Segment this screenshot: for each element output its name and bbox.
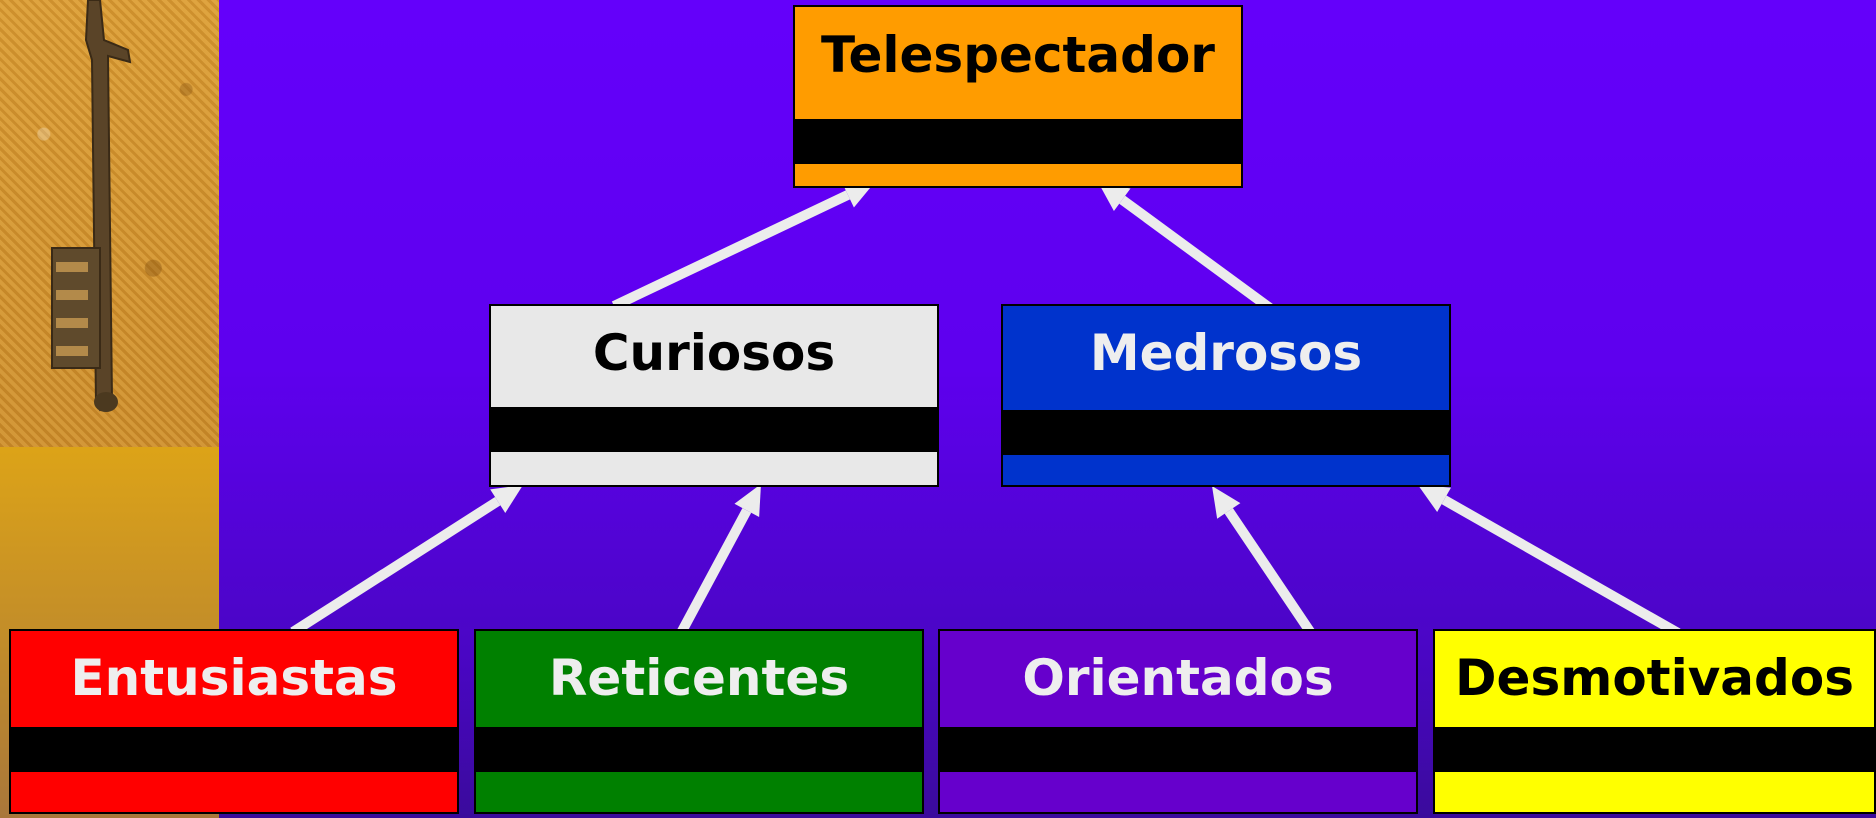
node-black-band xyxy=(1003,410,1449,455)
arrow-shaft xyxy=(676,508,752,636)
node-label: Medrosos xyxy=(1089,324,1363,382)
arrow-head xyxy=(1212,486,1241,519)
node-desmotivados: Desmotivados xyxy=(1433,629,1876,814)
arrow-reticentes-to-curiosos xyxy=(676,484,761,636)
arrow-head xyxy=(490,485,523,513)
arrow-head xyxy=(841,182,875,208)
key-icon xyxy=(51,0,132,412)
arrow-shaft xyxy=(1224,508,1316,636)
arrow-shaft xyxy=(1119,195,1281,319)
node-black-band xyxy=(940,727,1416,772)
node-telespectador: Telespectador xyxy=(793,5,1243,188)
node-black-band xyxy=(476,727,922,772)
node-black-band xyxy=(1435,727,1874,772)
arrow-head xyxy=(1418,485,1451,513)
arrow-desmotivados-to-medrosos xyxy=(1418,485,1681,638)
node-label: Telespectador xyxy=(821,26,1215,84)
arrow-shaft xyxy=(611,190,851,311)
node-medrosos: Medrosos xyxy=(1001,304,1451,487)
node-label: Reticentes xyxy=(548,649,850,707)
arrow-curiosos-to-telespectador xyxy=(611,182,875,311)
arrow-shaft xyxy=(290,496,501,637)
node-curiosos: Curiosos xyxy=(489,304,939,487)
node-label: Orientados xyxy=(1022,649,1334,707)
node-black-band xyxy=(795,119,1241,164)
node-orientados: Orientados xyxy=(938,629,1418,814)
arrow-head xyxy=(734,484,761,518)
arrow-entusiastas-to-curiosos xyxy=(290,485,523,637)
node-entusiastas: Entusiastas xyxy=(9,629,459,814)
arrow-orientados-to-medrosos xyxy=(1212,486,1316,636)
arrow-shaft xyxy=(1441,495,1681,638)
node-label: Desmotivados xyxy=(1455,649,1854,707)
arrow-head xyxy=(1098,182,1131,212)
key-photo xyxy=(0,0,219,447)
node-black-band xyxy=(491,407,937,452)
node-black-band xyxy=(11,727,457,772)
node-reticentes: Reticentes xyxy=(474,629,924,814)
node-label: Entusiastas xyxy=(70,649,398,707)
node-label: Curiosos xyxy=(592,324,836,382)
arrow-medrosos-to-telespectador xyxy=(1098,182,1281,319)
